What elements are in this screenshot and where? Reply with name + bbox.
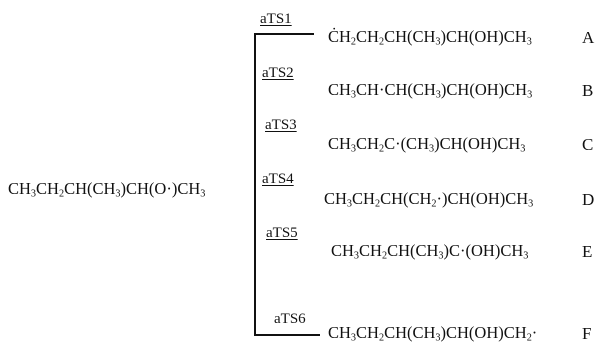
product-letter-1: A — [582, 28, 595, 47]
reactant-formula: CH3CH2CH(CH3)CH(O·)CH3 — [8, 179, 206, 200]
product-formula-2: CH3CH·CH(CH3)CH(OH)CH3 — [328, 80, 533, 101]
ts-label-6: aTS6 — [274, 311, 306, 327]
product-letter-5: E — [582, 242, 593, 261]
product-formula-6: CH3CH2CH(CH3)CH(OH)CH2· — [328, 323, 538, 344]
product-formula-1: ĊH2CH2CH(CH3)CH(OH)CH3 — [328, 27, 532, 48]
product-letter-2: B — [582, 81, 594, 100]
product-formula-5: CH3CH2CH(CH3)C·(OH)CH3 — [331, 241, 529, 262]
product-letter-4: D — [582, 190, 595, 209]
ts-label-1: aTS1 — [260, 11, 292, 27]
product-formula-4: CH3CH2CH(CH2·)CH(OH)CH3 — [324, 189, 534, 210]
product-letter-6: F — [582, 324, 592, 343]
product-letter-3: C — [582, 135, 594, 154]
product-formula-3: CH3CH2C·(CH3)CH(OH)CH3 — [328, 134, 526, 155]
branch-bracket-vertical — [254, 33, 256, 336]
ts-label-4: aTS4 — [262, 171, 294, 187]
branch-line-6 — [254, 334, 320, 336]
ts-label-3: aTS3 — [265, 117, 297, 133]
ts-label-2: aTS2 — [262, 65, 294, 81]
ts-label-5: aTS5 — [266, 225, 298, 241]
branch-line-1 — [254, 33, 314, 35]
